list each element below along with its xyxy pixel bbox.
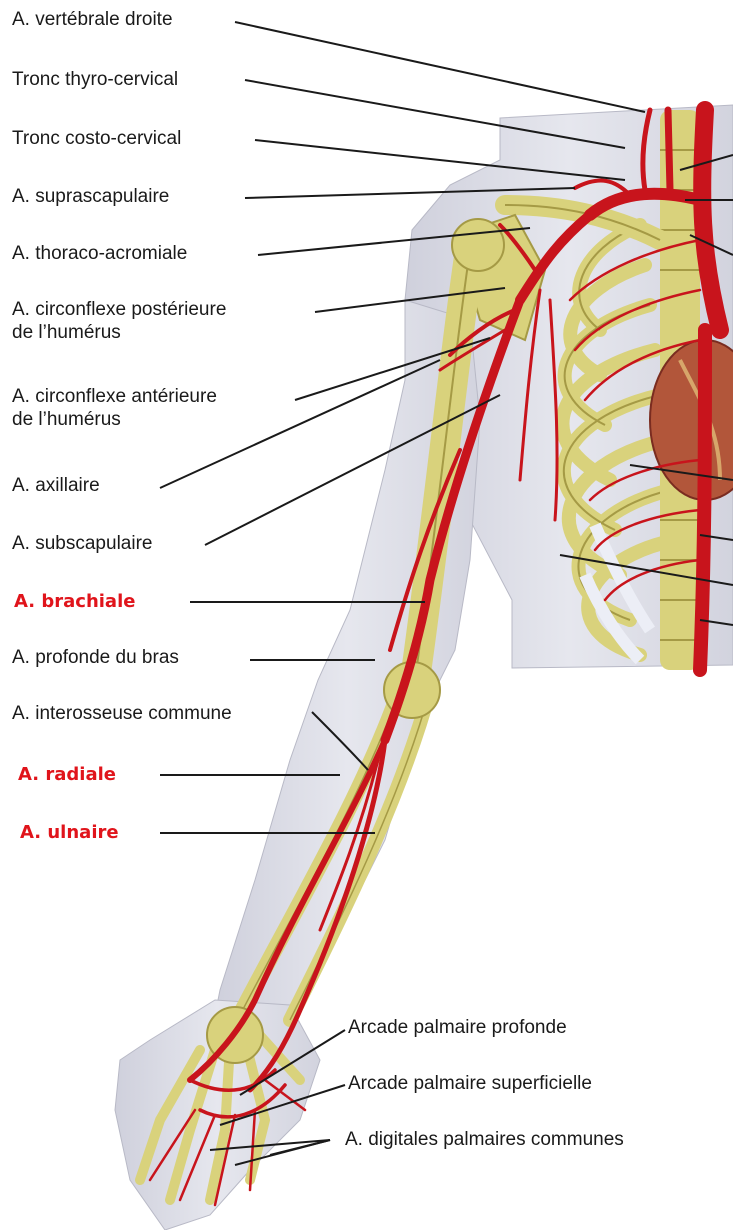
label-profonde-du-bras: A. profonde du bras <box>12 646 179 669</box>
label-circonflexe-anterieure-line1: A. circonflexe antérieure <box>12 385 217 408</box>
label-circonflexe-anterieure-line2: de l’humérus <box>12 408 121 431</box>
label-subscapulaire: A. subscapulaire <box>12 532 152 555</box>
label-circonflexe-posterieure-line1: A. circonflexe postérieure <box>12 298 226 321</box>
label-brachiale: A. brachiale <box>14 590 135 613</box>
label-ulnaire: A. ulnaire <box>20 821 119 844</box>
label-suprascapulaire: A. suprascapulaire <box>12 185 169 208</box>
label-digitales-palmaires-communes: A. digitales palmaires communes <box>345 1128 624 1151</box>
label-thoraco-acromiale: A. thoraco-acromiale <box>12 242 187 265</box>
label-circonflexe-posterieure-line2: de l’humérus <box>12 321 121 344</box>
label-axillaire: A. axillaire <box>12 474 100 497</box>
label-arcade-palmaire-superficielle: Arcade palmaire superficielle <box>348 1072 592 1095</box>
label-vertebrale-droite: A. vertébrale droite <box>12 8 173 31</box>
label-tronc-costo-cervical: Tronc costo-cervical <box>12 127 181 150</box>
label-arcade-palmaire-profonde: Arcade palmaire profonde <box>348 1016 567 1039</box>
label-radiale: A. radiale <box>18 763 116 786</box>
label-tronc-thyro-cervical: Tronc thyro-cervical <box>12 68 178 91</box>
label-interosseuse-commune: A. interosseuse commune <box>12 702 232 725</box>
